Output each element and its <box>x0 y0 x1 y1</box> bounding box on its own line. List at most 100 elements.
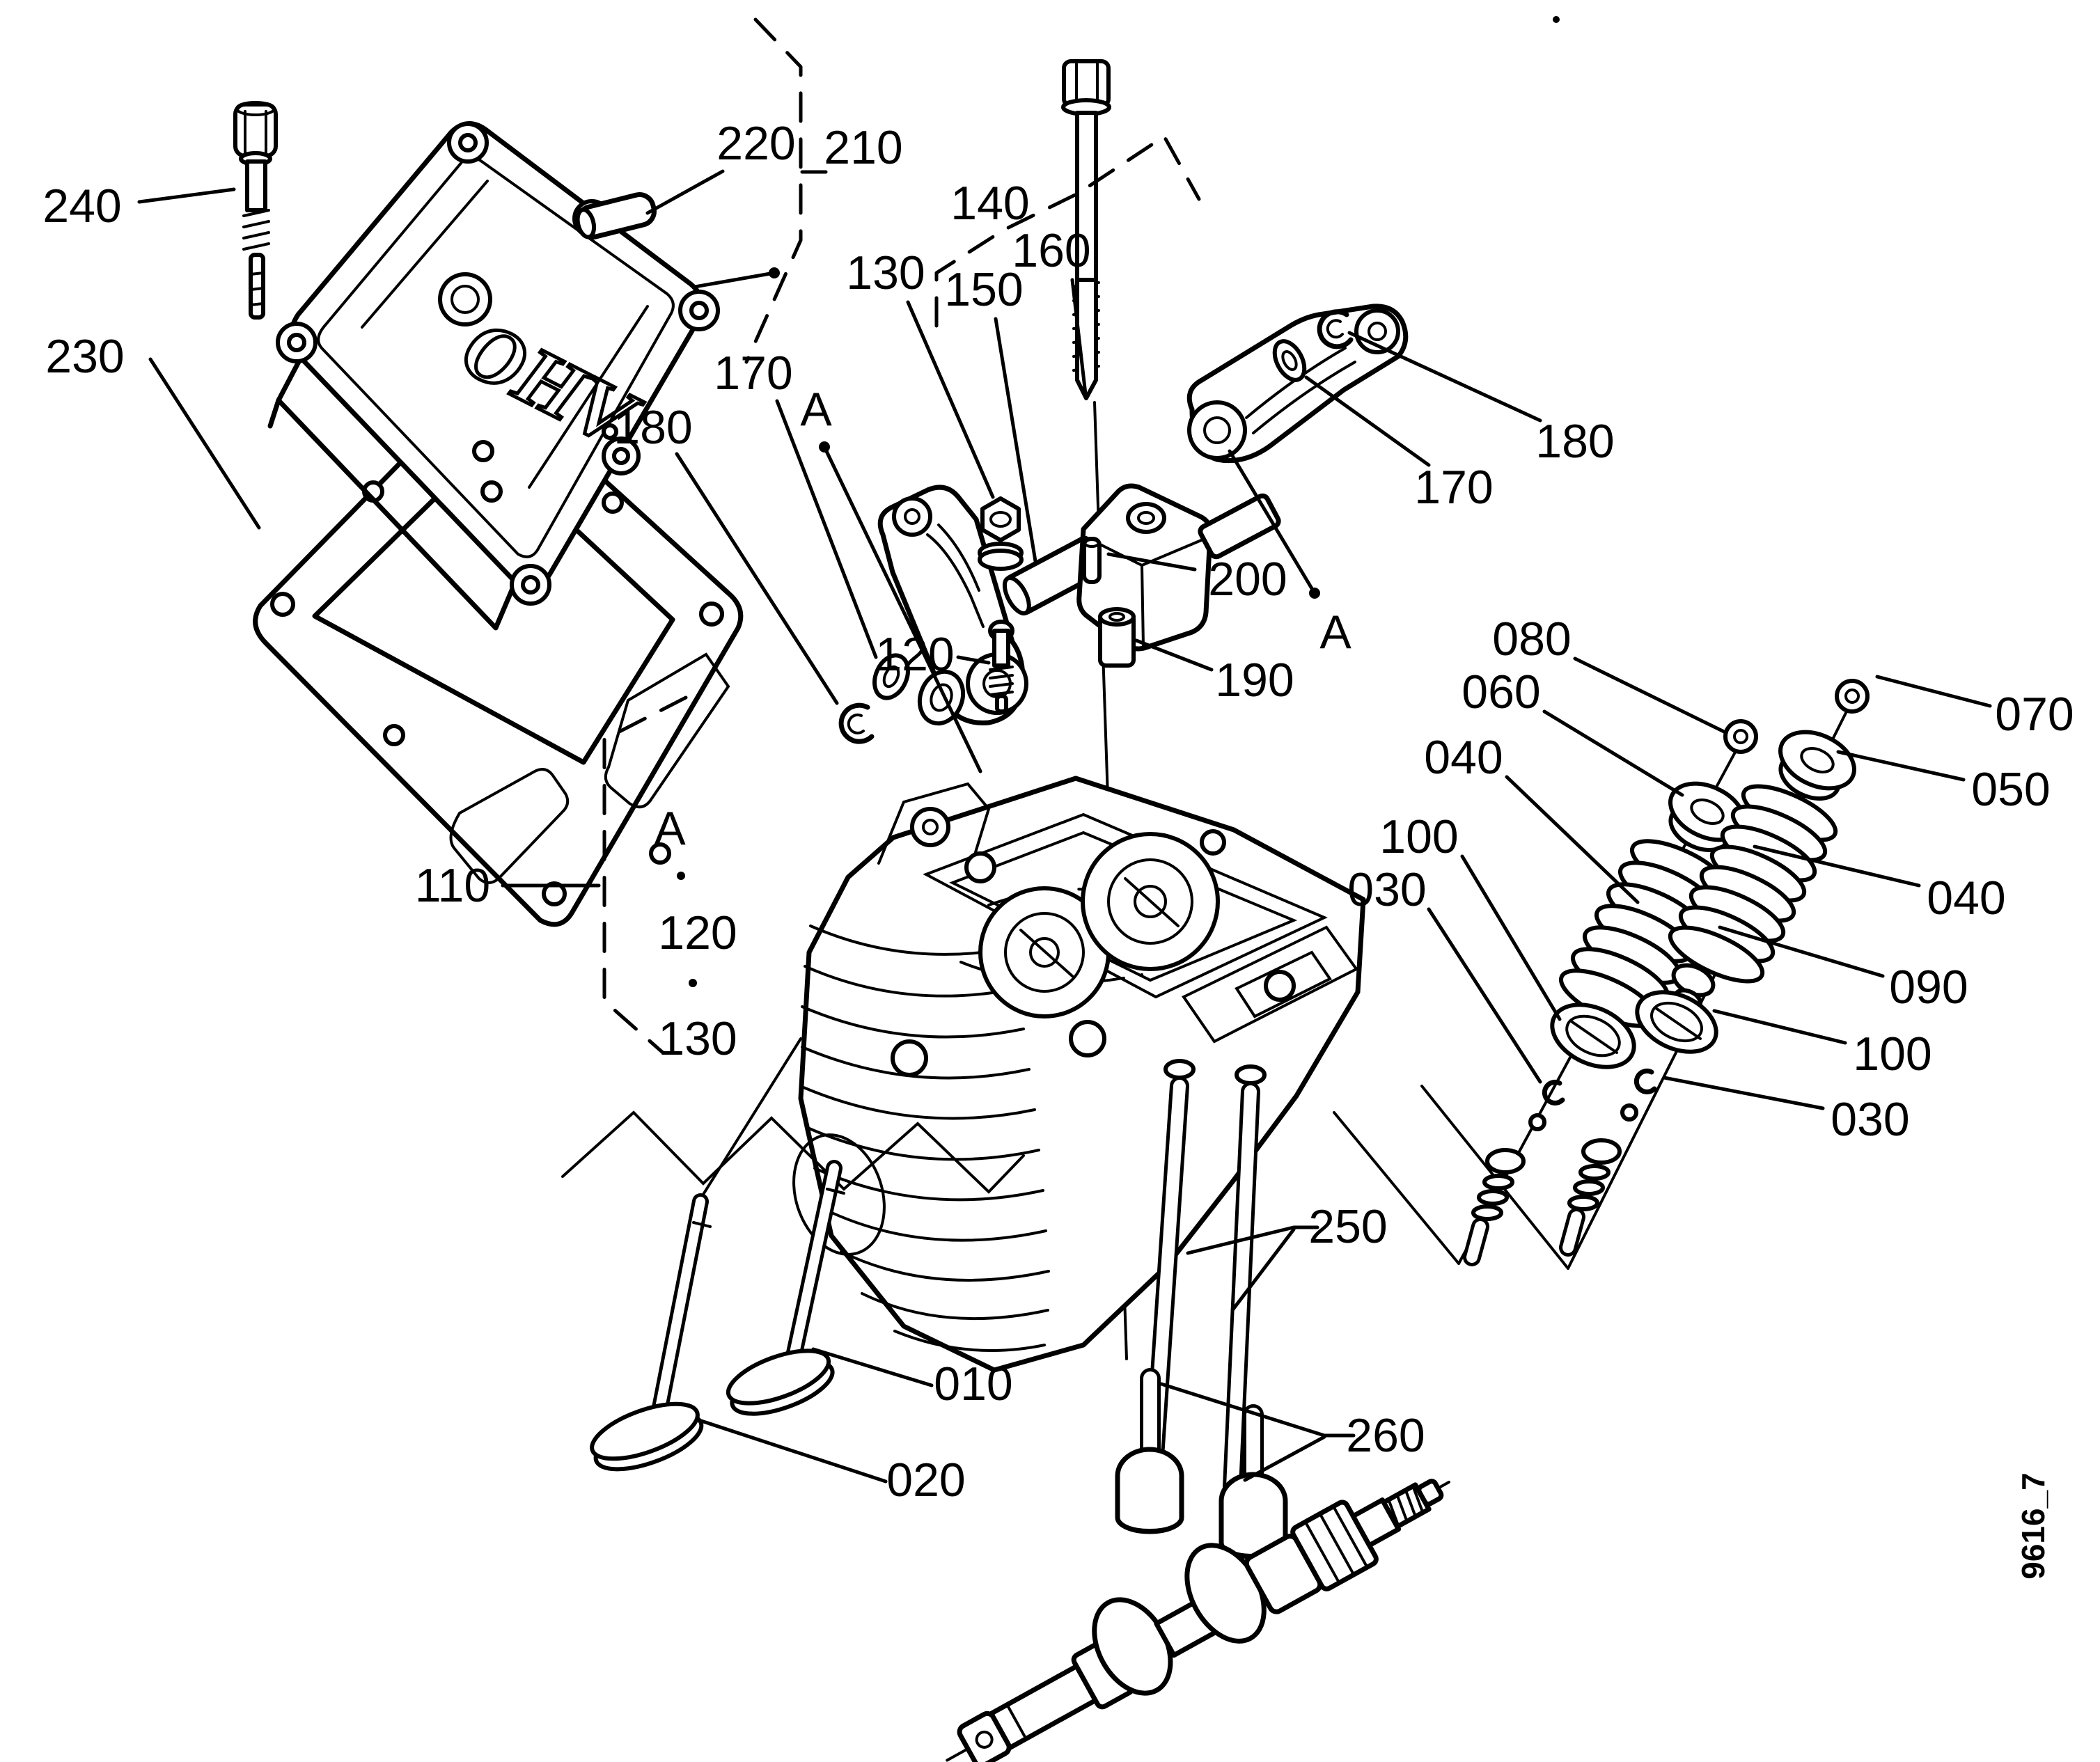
part-label-240: 240 <box>42 180 121 233</box>
leader-line-060 <box>1542 709 1684 797</box>
view-label-A: A <box>654 802 686 855</box>
breather-tube-220 <box>575 192 657 239</box>
part-label-130: 130 <box>658 1012 737 1065</box>
leader-line-150 <box>994 317 1037 563</box>
leader-line-170 <box>1304 375 1431 467</box>
part-label-260: 260 <box>1346 1409 1425 1462</box>
leader-line-200 <box>1106 552 1197 572</box>
leader-line-220 <box>645 169 725 215</box>
valve-collet-030-right <box>1620 1068 1657 1122</box>
tappet-2 <box>1219 1404 1288 1559</box>
dowel-pin-200 <box>1082 537 1102 584</box>
part-label-170: 170 <box>1414 461 1493 514</box>
part-label-160: 160 <box>1012 224 1090 277</box>
pivot-bolt-160 <box>1061 59 1111 400</box>
leader-line-190 <box>1134 638 1214 672</box>
part-label-250: 250 <box>1308 1200 1387 1253</box>
part-label-120: 120 <box>658 906 737 959</box>
valve-010 <box>726 1160 845 1416</box>
part-label-100: 100 <box>1379 810 1458 863</box>
leader-line-040 <box>1753 844 1921 888</box>
leader-line-040 <box>1505 775 1640 904</box>
leader-line-240 <box>137 187 236 204</box>
head-cover-gasket <box>253 384 744 927</box>
part-label-210: 210 <box>824 121 902 174</box>
leader-line-090 <box>1718 925 1885 978</box>
rocker-shaft-right <box>1198 493 1281 560</box>
part-label-190: 190 <box>1215 654 1294 707</box>
leader-line-180 <box>1347 331 1542 423</box>
e-clip-right <box>1317 309 1354 349</box>
leader-line-250 <box>1186 1225 1319 1255</box>
leader-line-100 <box>1712 1009 1847 1045</box>
part-label-040: 040 <box>1424 731 1503 784</box>
leader-line-170 <box>775 399 878 659</box>
valve-cap-080 <box>1723 719 1758 754</box>
leader-line-070 <box>1875 675 1992 708</box>
part-label-200: 200 <box>1208 553 1287 606</box>
ellipsis-dot <box>677 872 685 880</box>
part-label-140: 140 <box>950 177 1029 230</box>
leader-line-260 <box>1243 1435 1326 1482</box>
cover-cap-bolt-240 <box>233 101 278 320</box>
part-label-230: 230 <box>45 330 124 383</box>
leader-line-180 <box>675 452 839 705</box>
part-label-110: 110 <box>415 859 490 912</box>
part-label-030: 030 <box>1347 863 1426 916</box>
part-label-180: 180 <box>1535 415 1614 468</box>
part-label-060: 060 <box>1462 666 1540 718</box>
stem-seal-right <box>1559 1138 1622 1257</box>
group-bracket-110 <box>602 695 688 1055</box>
part-label-080: 080 <box>1492 613 1571 666</box>
oil-filler-emblem <box>438 272 492 327</box>
leader-line-030 <box>1662 1076 1825 1110</box>
head-bolt-holes <box>891 829 1296 1077</box>
leader-line-020 <box>697 1418 888 1484</box>
stem-seal-left <box>1463 1148 1526 1266</box>
part-label-120: 120 <box>875 628 954 681</box>
reference-dot-A <box>819 441 830 453</box>
valve-collet-030-left <box>1528 1079 1565 1131</box>
leader-line-010 <box>811 1347 934 1387</box>
part-label-220: 220 <box>716 117 795 170</box>
valve-spring-pockets <box>978 832 1220 1018</box>
view-label-A: A <box>1319 606 1351 659</box>
reference-dot-A <box>1309 588 1320 599</box>
valve-020 <box>590 1193 712 1472</box>
part-label-050: 050 <box>1971 763 2050 816</box>
tappet-1 <box>1115 1368 1184 1534</box>
part-label-130: 130 <box>846 246 925 299</box>
leader-line-A <box>822 445 982 773</box>
view-label-A: A <box>800 383 832 436</box>
valves <box>590 1160 845 1472</box>
leader-line-230 <box>148 357 261 530</box>
spring-retainer-050 <box>1778 730 1856 801</box>
part-label-180: 180 <box>613 401 692 454</box>
part-label-090: 090 <box>1889 961 1968 1014</box>
push-rod-2 <box>1223 1082 1260 1497</box>
adjust-screw-120 <box>988 620 1014 714</box>
valve-spring-040-right <box>1668 784 1838 984</box>
part-label-100: 100 <box>1853 1028 1931 1080</box>
group-bracket-140 <box>934 134 1201 328</box>
leader-line-130 <box>906 300 995 499</box>
leader-line-160 <box>1070 278 1088 396</box>
valve-cap-070 <box>1835 679 1870 714</box>
camshaft <box>946 1475 1460 1762</box>
leader-line-030 <box>1427 907 1542 1084</box>
part-label-020: 020 <box>886 1454 965 1507</box>
e-clip-left <box>838 702 875 744</box>
washer-right <box>1272 339 1307 382</box>
washer-left <box>872 653 910 700</box>
leader-line-100 <box>1460 854 1562 1021</box>
leader-line-120 <box>956 655 991 665</box>
leader-line-250 <box>1230 1227 1296 1312</box>
cylinder-head <box>561 776 1366 1373</box>
leader-line-050 <box>1836 750 1966 782</box>
part-label-170: 170 <box>714 347 792 400</box>
tappets <box>1115 1368 1288 1559</box>
stray-dot <box>1553 16 1560 23</box>
part-label-070: 070 <box>1995 688 2074 741</box>
